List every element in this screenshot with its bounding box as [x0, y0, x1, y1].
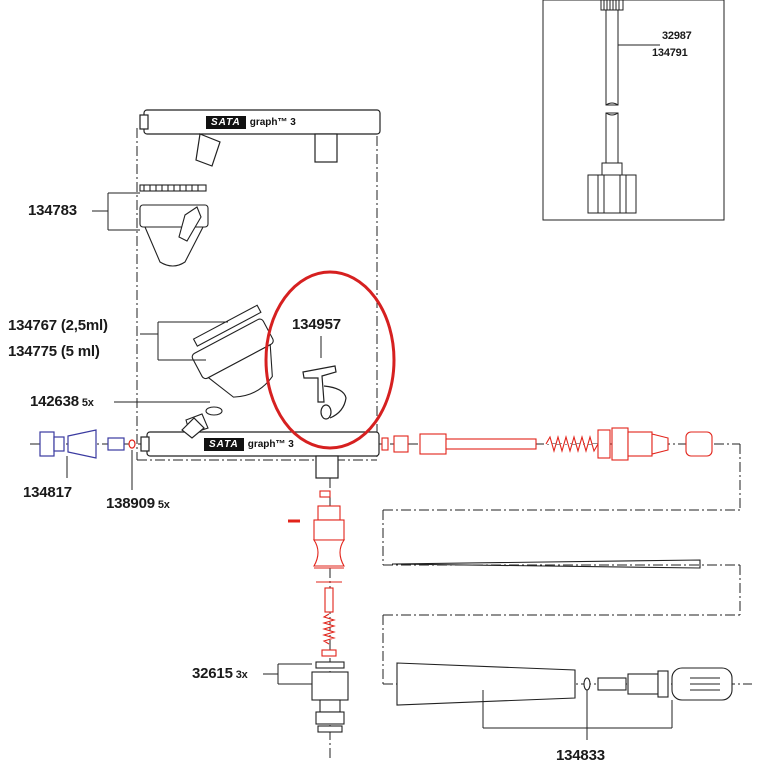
brand-model: graph™ 3 — [247, 438, 294, 450]
trigger-134957 — [302, 365, 347, 420]
valve-housing-32615 — [311, 661, 349, 733]
brand-logo: SATA — [206, 115, 246, 129]
part-quantity: 3x — [235, 669, 248, 681]
air-valve-red — [288, 490, 346, 657]
part-quantity: 5x — [157, 499, 170, 511]
brand-label-top: SATA graph™ 3 — [206, 114, 296, 130]
cup-134783 — [139, 184, 209, 267]
part-label-32987: 32987 — [662, 30, 692, 42]
brand-logo: SATA — [204, 437, 244, 451]
inset-box — [542, 0, 725, 221]
highlight-circle — [264, 270, 396, 450]
part-quantity: 5x — [81, 397, 94, 409]
part-label-134957: 134957 — [292, 316, 341, 333]
cup-134767 — [185, 304, 274, 435]
handle-134833 — [396, 662, 733, 706]
brand-model: graph™ 3 — [249, 116, 296, 128]
airbrush-body-top — [139, 109, 381, 167]
part-label-134817: 134817 — [23, 484, 72, 501]
part-number: 32615 — [192, 665, 233, 682]
part-number: 138909 — [106, 495, 155, 512]
needle-assembly-red — [381, 427, 713, 461]
part-label-134775: 134775 (5 ml) — [8, 343, 100, 360]
part-label-134767: 134767 (2,5ml) — [8, 317, 108, 334]
part-label-134791: 134791 — [652, 47, 688, 59]
part-label-134833: 134833 — [556, 747, 605, 764]
part-label-134783: 134783 — [28, 202, 77, 219]
leader-lines — [66, 192, 673, 740]
brand-label-main: SATA graph™ 3 — [204, 436, 294, 452]
nozzle-parts-134817 — [39, 429, 136, 459]
needle-long — [391, 559, 701, 569]
part-number: 142638 — [30, 393, 79, 410]
